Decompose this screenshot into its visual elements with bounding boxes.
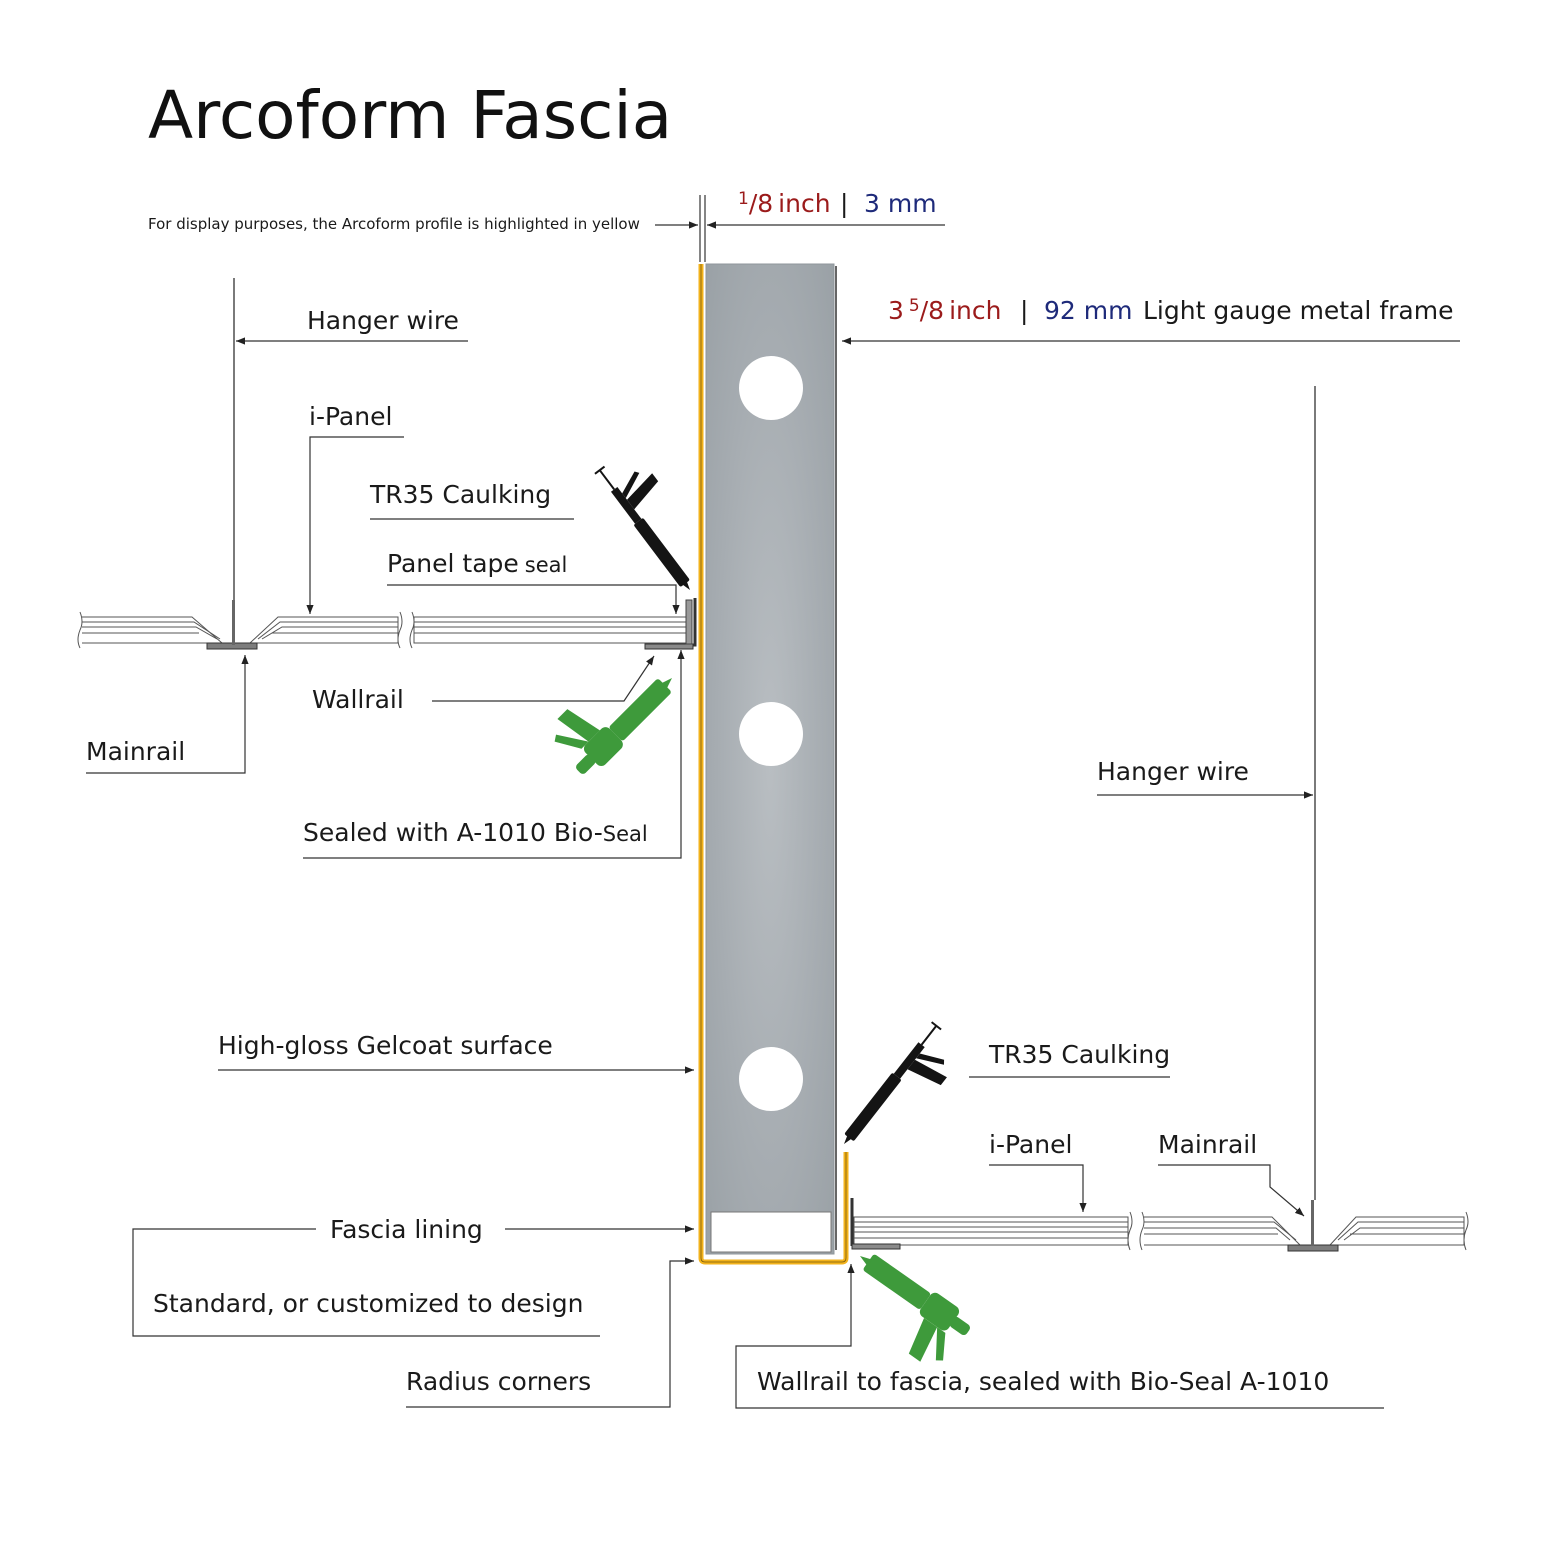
- label-standard-customized: Standard, or customized to design: [153, 1289, 583, 1318]
- label-radius-corners: Radius corners: [406, 1367, 591, 1396]
- right-ceiling-panels: [850, 1198, 1469, 1252]
- svg-text:92 mm: 92 mm: [1044, 296, 1132, 325]
- label-tr35-left: TR35 Caulking: [369, 480, 551, 509]
- label-ipanel-right: i-Panel: [989, 1130, 1072, 1159]
- svg-text:Light gauge metal frame: Light gauge metal frame: [1143, 296, 1453, 325]
- label-wallrail: Wallrail: [312, 685, 404, 714]
- svg-text:|: |: [840, 189, 848, 218]
- label-hanger-wire-left: Hanger wire: [307, 306, 459, 335]
- frame-knockout-hole: [739, 1047, 803, 1111]
- label-gelcoat-surface: High-gloss Gelcoat surface: [218, 1031, 553, 1060]
- label-wallrail-to-fascia: Wallrail to fascia, sealed with Bio-Seal…: [757, 1367, 1329, 1396]
- svg-text:3 mm: 3 mm: [864, 189, 937, 218]
- label-hanger-wire-right: Hanger wire: [1097, 757, 1249, 786]
- label-fascia-lining: Fascia lining: [330, 1215, 483, 1244]
- label-mainrail-right: Mainrail: [1158, 1130, 1257, 1159]
- label-tr35-right: TR35 Caulking: [988, 1040, 1170, 1069]
- sealant-gun-green-icon: [860, 1254, 970, 1362]
- caulking-gun-black-icon: [844, 1021, 947, 1144]
- metal-frame-stud: [705, 263, 837, 1255]
- diagram-title: Arcoform Fascia: [148, 77, 672, 154]
- frame-knockout-hole: [739, 356, 803, 420]
- label-sealed-with-bioseal: Sealed with A-1010 Bio-Seal: [303, 818, 648, 847]
- display-note: For display purposes, the Arcoform profi…: [148, 215, 640, 233]
- frame-knockout-hole: [739, 702, 803, 766]
- left-ceiling-panels: [77, 598, 697, 650]
- label-mainrail-left: Mainrail: [86, 737, 185, 766]
- label-ipanel-left: i-Panel: [309, 402, 392, 431]
- caulking-gun-black-icon: [594, 465, 690, 590]
- sealant-gun-green-icon: [554, 678, 672, 774]
- svg-text:|: |: [1020, 296, 1028, 325]
